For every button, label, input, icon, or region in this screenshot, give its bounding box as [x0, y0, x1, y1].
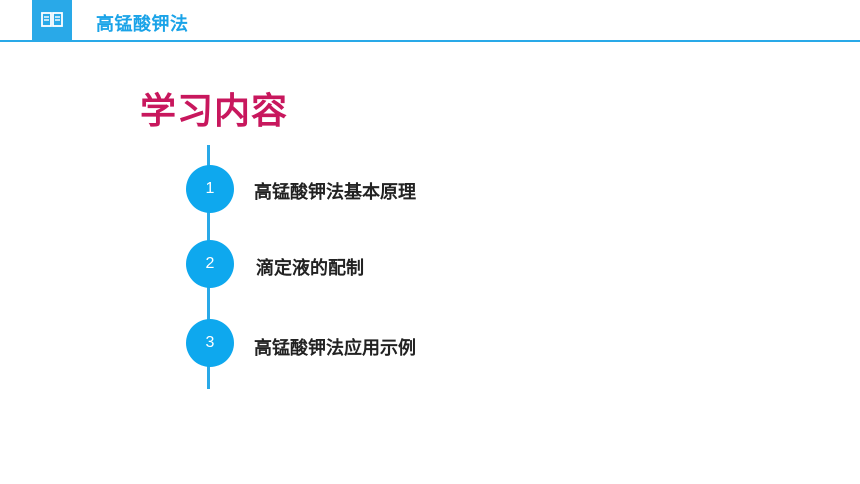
- step-1-label[interactable]: 高锰酸钾法基本原理: [254, 182, 416, 203]
- section-title: 学习内容: [140, 91, 289, 132]
- step-3-circle: 3: [186, 319, 234, 367]
- step-2-circle: 2: [186, 240, 234, 288]
- header-title: 高锰酸钾法: [96, 14, 189, 35]
- open-book-icon: [32, 0, 72, 40]
- header-bar: 高锰酸钾法: [0, 0, 860, 44]
- step-1-circle: 1: [186, 165, 234, 213]
- header-divider: [0, 40, 860, 42]
- step-3-label[interactable]: 高锰酸钾法应用示例: [254, 338, 416, 359]
- step-2-label[interactable]: 滴定液的配制: [256, 258, 364, 279]
